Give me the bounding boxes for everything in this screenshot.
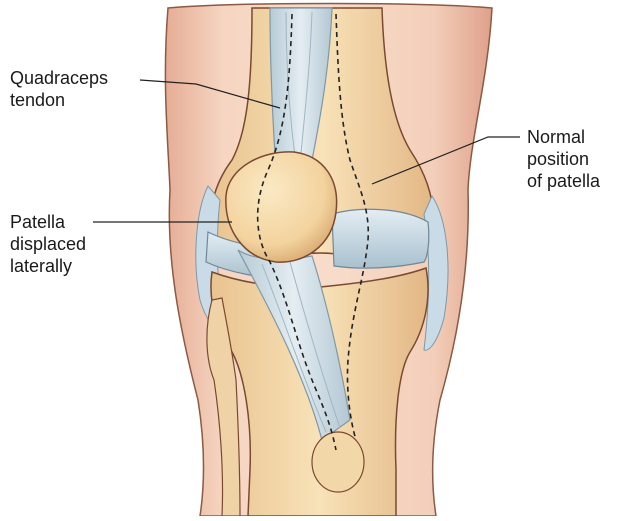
tibial-tuberosity [312, 432, 364, 492]
label-line: laterally [10, 255, 86, 277]
label-normal-position: Normal position of patella [527, 126, 600, 192]
label-line: of patella [527, 170, 600, 192]
label-line: Quadraceps [10, 67, 108, 89]
meniscus-right [332, 209, 429, 268]
label-line: tendon [10, 89, 108, 111]
label-line: position [527, 148, 600, 170]
label-line: Patella [10, 211, 86, 233]
displaced-patella [226, 152, 337, 262]
label-quadriceps-tendon: Quadraceps tendon [10, 67, 108, 111]
label-patella-displaced: Patella displaced laterally [10, 211, 86, 277]
label-line: Normal [527, 126, 600, 148]
label-line: displaced [10, 233, 86, 255]
